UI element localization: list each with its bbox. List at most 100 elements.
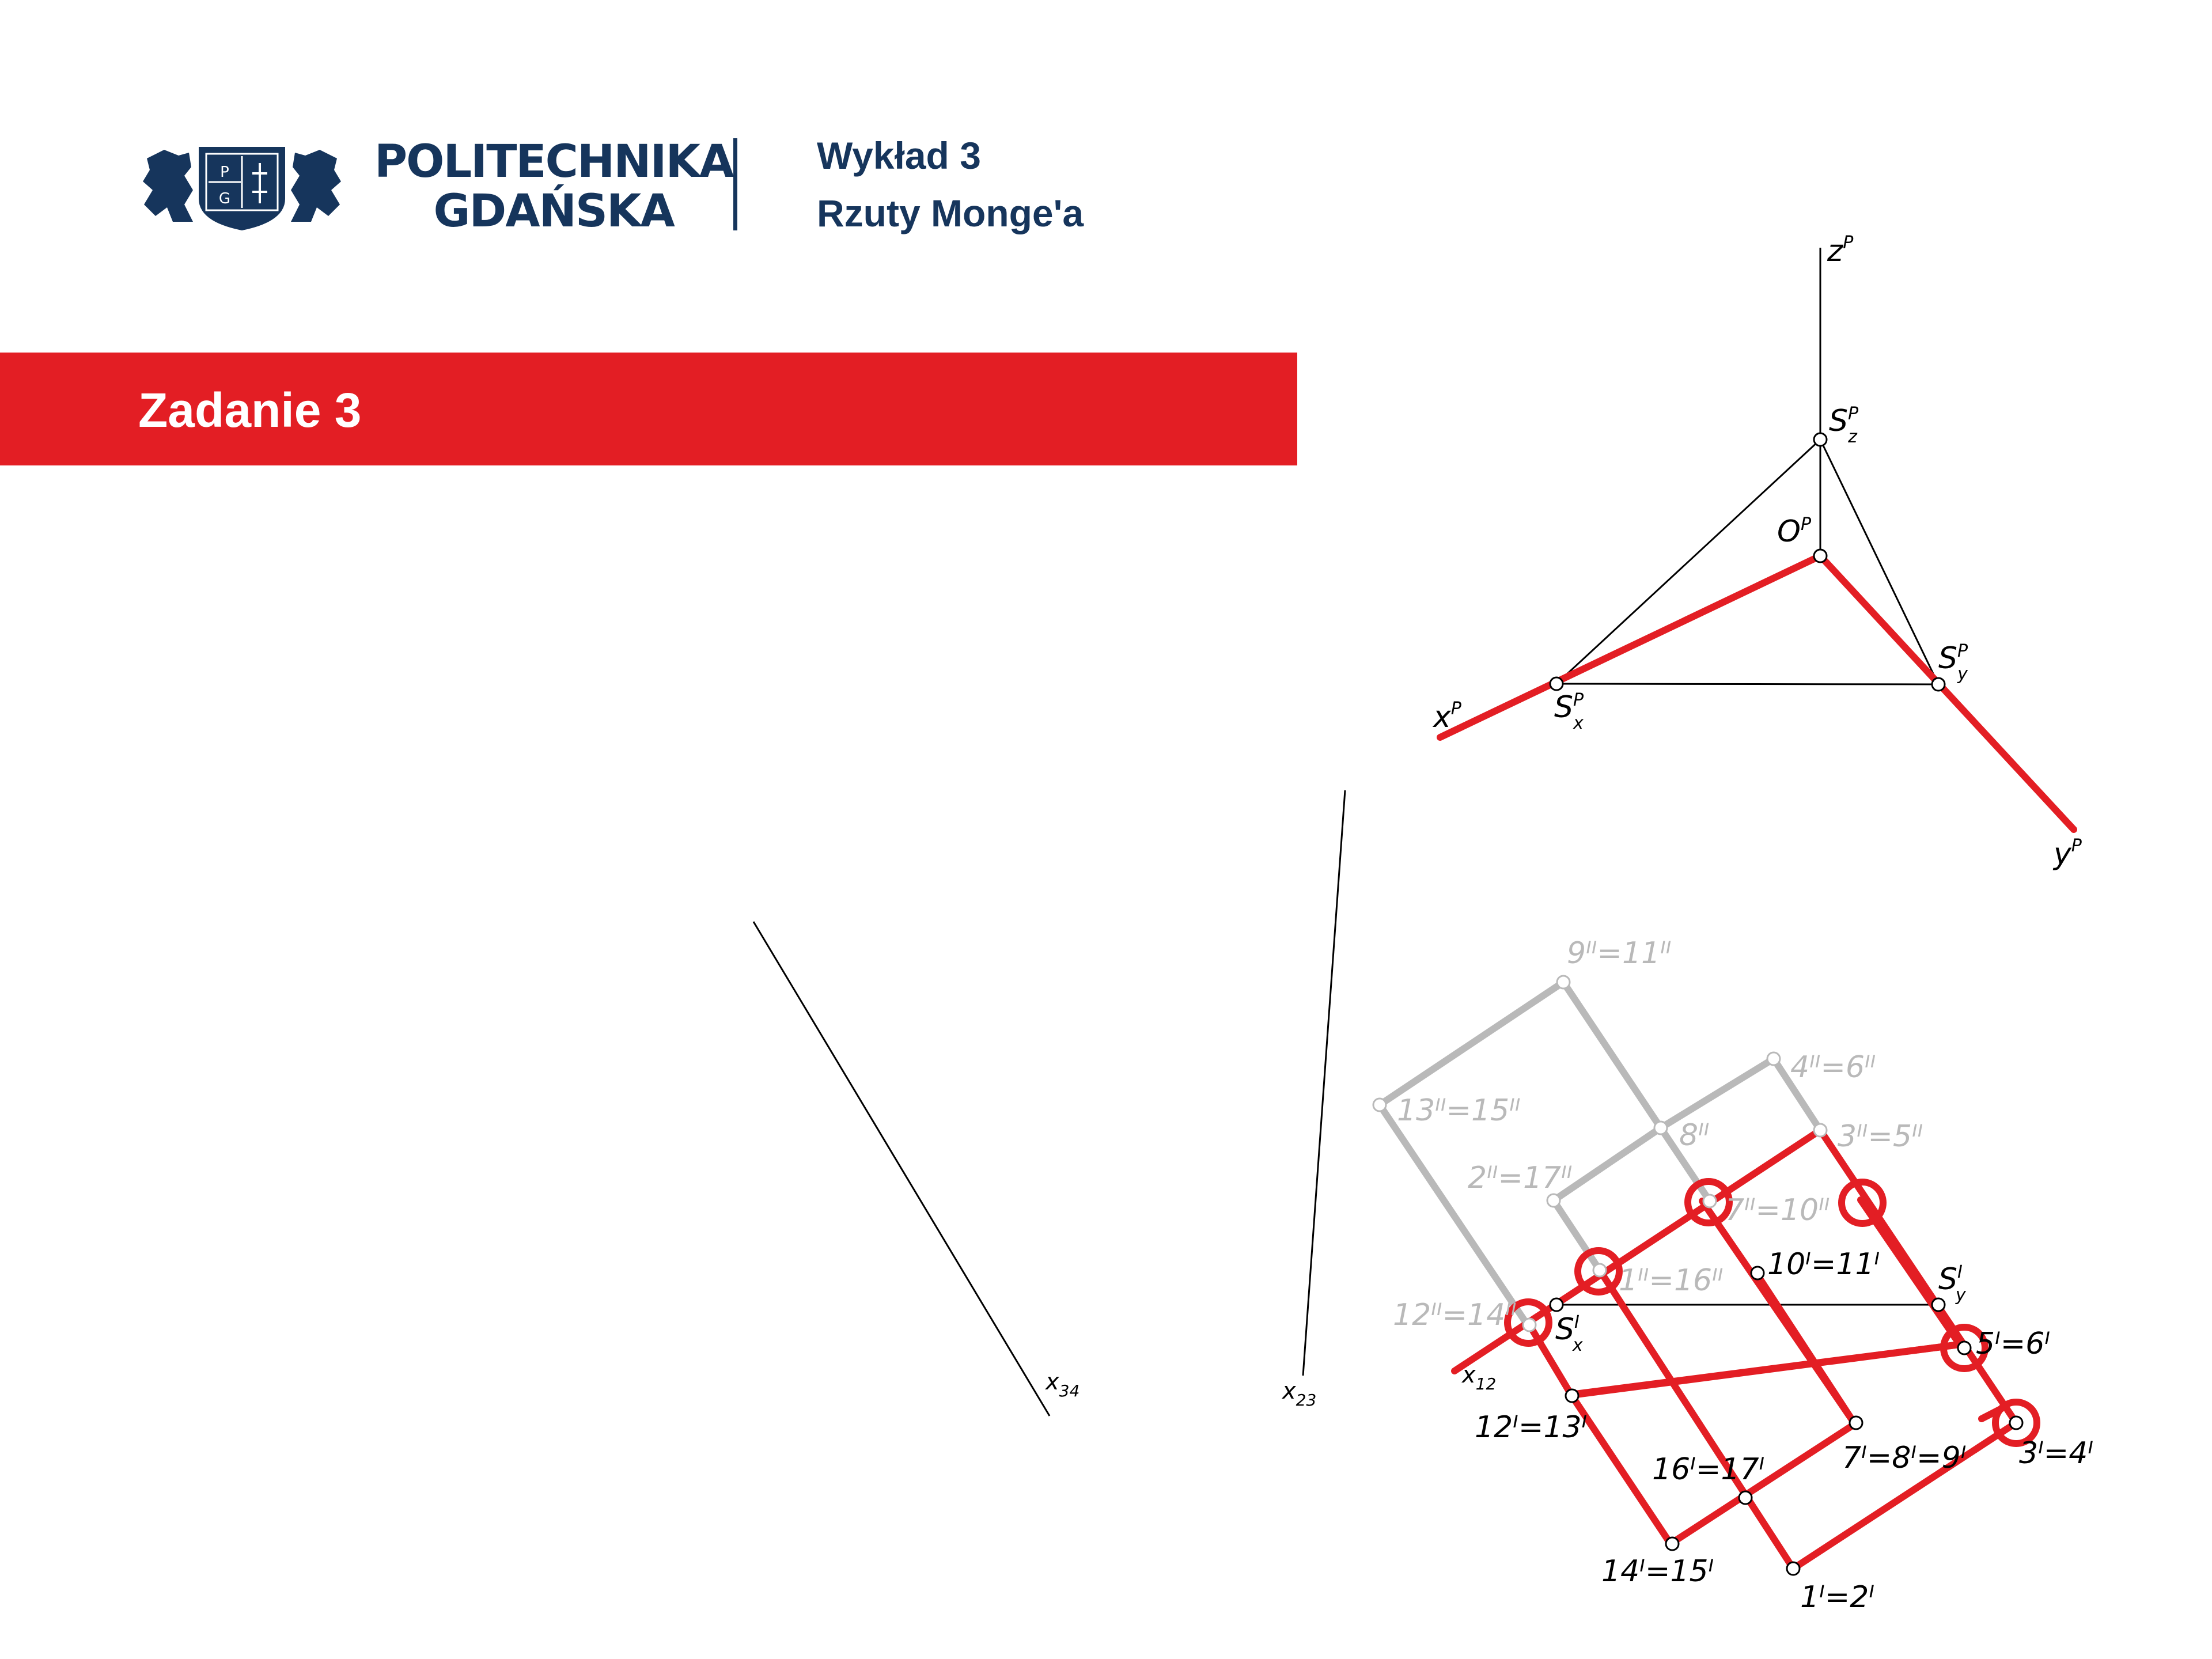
gray-edge [1376, 979, 1567, 1108]
logo-letter-p: P [220, 164, 229, 181]
gray-edge [1657, 1055, 1777, 1131]
red-edge [1451, 1127, 1824, 1374]
node-op [1813, 548, 1828, 563]
red-axes [1437, 552, 2077, 833]
nodes-gray [1372, 975, 1828, 1332]
red-edge [1524, 1319, 1575, 1399]
gray-edge [1550, 1124, 1664, 1204]
marker-circle [1838, 1179, 1887, 1227]
node-7-8-9 [1849, 1415, 1863, 1430]
logo-letter-g: G [219, 190, 230, 207]
gray-edge [1770, 1055, 1824, 1134]
label-7-10-frontal: 7ᴵᴵ=10ᴵᴵ [1725, 1193, 1830, 1228]
red-edge [1857, 1196, 1963, 1348]
red-edge [1596, 1267, 1797, 1572]
node-7-10-frontal [1702, 1194, 1717, 1209]
projection-axes [752, 790, 1346, 1416]
axis-x23 [1302, 790, 1346, 1376]
gray-edge [1657, 1124, 1713, 1205]
label-14-15: 14ᴵ=15ᴵ [1601, 1554, 1714, 1589]
label-8-frontal: 8ᴵᴵ [1679, 1118, 1709, 1153]
label-x23: x23 [1281, 1378, 1316, 1410]
marker-circle [1504, 1298, 1552, 1347]
node-sy [1931, 677, 1946, 692]
marker-circle [1574, 1247, 1623, 1296]
node-9-11-frontal [1556, 975, 1571, 990]
label-16-17: 16ᴵ=17ᴵ [1652, 1452, 1764, 1487]
red-edge [1568, 1392, 1674, 1547]
label-1-2: 1ᴵ=2ᴵ [1800, 1580, 1874, 1615]
brand-line-1: POLITECHNIKA [374, 136, 734, 188]
node-10-11 [1750, 1266, 1765, 1281]
label-1-16-frontal: 1ᴵᴵ=16ᴵᴵ [1619, 1263, 1723, 1298]
red-edge [1571, 1341, 1963, 1397]
lecture-number: Wykład 3 [817, 134, 981, 177]
point-markers [1504, 1178, 2040, 1447]
label-yp: yP [2052, 836, 2082, 872]
university-logo: P G [138, 135, 346, 233]
node-14-15 [1665, 1536, 1680, 1551]
marker-circle [1684, 1178, 1733, 1226]
node-12-14-frontal [1522, 1317, 1537, 1332]
node-2-17-frontal [1546, 1193, 1561, 1208]
node-sx-lower [1549, 1297, 1564, 1312]
trace-triangle [1555, 248, 1940, 685]
label-3-5-frontal: 3ᴵᴵ=5ᴵᴵ [1838, 1119, 1923, 1154]
node-3-5-frontal [1813, 1123, 1828, 1138]
label-13-15-frontal: 13ᴵᴵ=15ᴵᴵ [1397, 1093, 1521, 1128]
label-5-6: 5ᴵ=6ᴵ [1976, 1327, 2050, 1361]
label-op: OP [1777, 514, 1812, 549]
gray-edge [1550, 1197, 1603, 1274]
node-1-2 [1786, 1561, 1801, 1576]
node-1-16-frontal [1592, 1263, 1607, 1278]
label-12-13: 12ᴵ=13ᴵ [1475, 1410, 1587, 1445]
lecture-title: Rzuty Monge'a [817, 192, 1084, 234]
griffin-crest-icon: P G [143, 147, 341, 230]
node-16-17 [1738, 1490, 1753, 1505]
node-sz [1813, 432, 1828, 447]
label-zp: zP [1827, 233, 1854, 268]
gray-edge [1560, 979, 1664, 1131]
task-title: Zadanie 3 [138, 383, 362, 437]
label-12-14-frontal: 12ᴵᴵ=14ᴵᴵ [1393, 1298, 1517, 1332]
university-name: POLITECHNIKA GDAŃSKA [374, 136, 734, 237]
label-9-11-frontal: 9ᴵᴵ=11ᴵᴵ [1567, 936, 1671, 971]
brand-line-2: GDAŃSKA [433, 185, 675, 237]
red-edge [1699, 1198, 1858, 1427]
header-separator [733, 138, 737, 230]
marker-circle [1992, 1399, 2040, 1447]
trace-sz-sx [1555, 438, 1821, 685]
red-edge [1817, 1127, 2020, 1426]
node-sy-lower [1931, 1297, 1946, 1312]
axis-x34 [752, 921, 1051, 1416]
node-12-13 [1565, 1388, 1580, 1403]
yp-axis [1817, 552, 2077, 833]
ghost-view [1376, 979, 1824, 1331]
red-edge [1790, 1419, 2020, 1572]
label-xp: xP [1432, 699, 1462, 734]
label-x12: x12 [1461, 1362, 1496, 1393]
gray-edge [1376, 1101, 1533, 1331]
node-4-6-frontal [1766, 1051, 1781, 1066]
horizontal-view [1451, 1127, 2020, 1572]
label-2-17-frontal: 2ᴵᴵ=17ᴵᴵ [1468, 1161, 1572, 1195]
node-13-15-frontal [1372, 1097, 1387, 1112]
task-banner: Zadanie 3 [0, 353, 1297, 465]
label-10-11: 10ᴵ=11ᴵ [1767, 1247, 1880, 1282]
label-x34: x34 [1044, 1369, 1080, 1400]
node-3-4 [2009, 1415, 2024, 1430]
node-sx [1549, 676, 1564, 691]
trace-sz-sy [1819, 439, 1940, 685]
xp-axis [1437, 552, 1824, 741]
node-8-frontal [1653, 1120, 1668, 1135]
marker-circle [1940, 1324, 1988, 1372]
nodes-black [1549, 432, 2024, 1576]
node-5-6 [1957, 1340, 1972, 1355]
label-4-6-frontal: 4ᴵᴵ=6ᴵᴵ [1790, 1050, 1876, 1085]
